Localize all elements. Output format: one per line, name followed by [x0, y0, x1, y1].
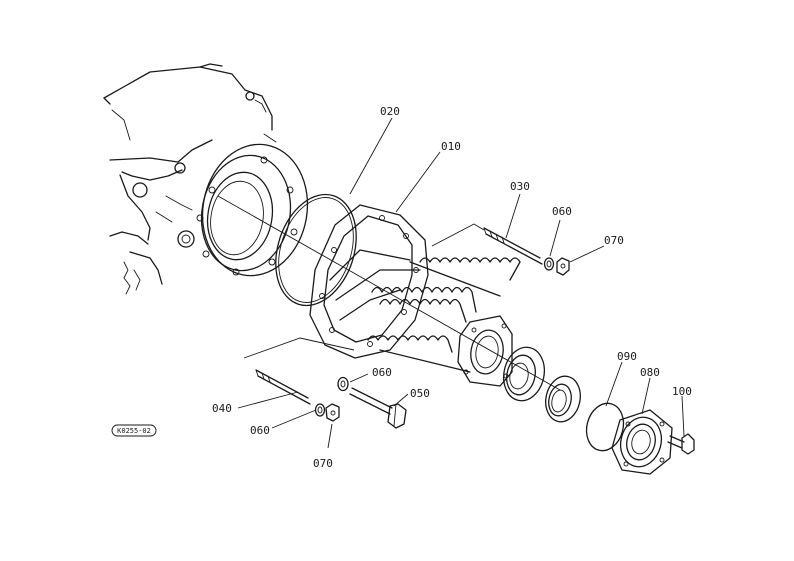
cover-bolt: [667, 433, 695, 455]
bearing: [502, 346, 546, 402]
bearing-cover: [611, 409, 673, 475]
o-ring-gasket: [275, 193, 357, 307]
nut-upper: [556, 257, 570, 276]
case-flange: [196, 143, 309, 277]
label-040: 040: [212, 402, 232, 415]
label-070-upper: 070: [604, 234, 624, 247]
center-axis-line: [217, 195, 561, 391]
part-labels: 020 010 030 060 070 060 050 040 060 070 …: [212, 105, 692, 470]
nut-lower: [325, 403, 340, 422]
label-030: 030: [510, 180, 530, 193]
drawing-code-stamp: K0255-02: [111, 424, 157, 437]
label-100: 100: [672, 385, 692, 398]
transmission-case: [103, 63, 277, 295]
washer-upper: [543, 257, 555, 271]
label-060-lower: 060: [250, 424, 270, 437]
drawing-code: K0255-02: [117, 427, 151, 435]
washer-bolt: [337, 376, 349, 392]
washer-lower: [314, 403, 326, 417]
stud-lower: [243, 337, 355, 405]
bolt: [349, 387, 407, 429]
leader-lines: [237, 117, 685, 449]
label-060-mid: 060: [372, 366, 392, 379]
oil-seal: [545, 375, 581, 423]
label-020: 020: [380, 105, 400, 118]
label-090: 090: [617, 350, 637, 363]
label-050: 050: [410, 387, 430, 400]
label-070-lower: 070: [313, 457, 333, 470]
label-010: 010: [441, 140, 461, 153]
stud-upper: [431, 223, 543, 265]
o-ring-gasket-inner: [278, 197, 354, 303]
label-080: 080: [640, 366, 660, 379]
axle-housing: [309, 204, 521, 387]
label-060-upper: 060: [552, 205, 572, 218]
o-ring-small: [585, 402, 625, 452]
